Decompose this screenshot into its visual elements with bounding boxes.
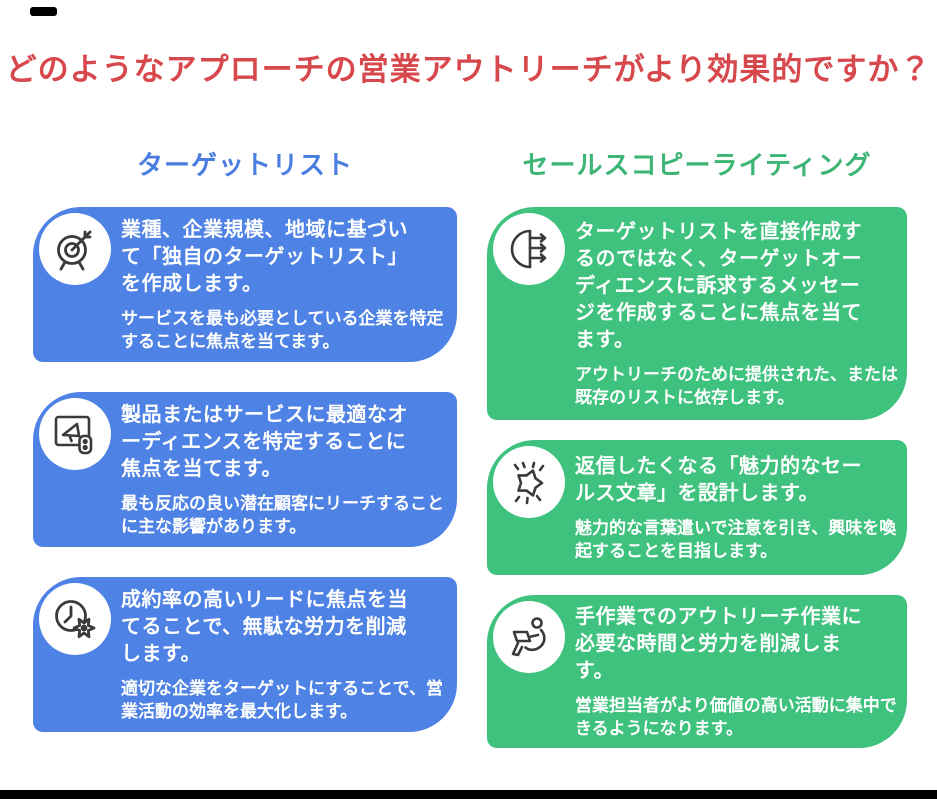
- card-title: ターゲットリストを直接作成す るのではなく、ターゲットオー ディエンスに訴求する…: [575, 220, 862, 351]
- card-subtitle: 魅力的な言葉遣いで注意を引き、興味を喚 起することを目指します。: [575, 518, 897, 560]
- icon-circle: [39, 583, 111, 655]
- dartboard-target-icon: [57, 230, 92, 271]
- card-subtitle: 営業担当者がより価値の高い活動に集中で きるようになります。: [575, 695, 897, 738]
- card-subtitle: サービスを最も必要としている企業を特定 することに焦点を当てます。: [121, 308, 444, 351]
- card-unique-target-list: 業種、企業規模、地域に基づい て「独自のターゲットリスト」 を作成します。 サー…: [33, 207, 457, 362]
- icon-circle: [493, 601, 565, 673]
- card-subtitle: 適切な企業をターゲットにすることで、営 業活動の効率を最大化します。: [121, 678, 443, 721]
- icon-circle: [39, 213, 111, 285]
- card-text: ターゲットリストを直接作成す るのではなく、ターゲットオー ディエンスに訴求する…: [575, 219, 907, 409]
- card-title: 成約率の高いリードに焦点を当 てることで、無駄な労力を削減 します。: [121, 588, 408, 665]
- column-heading-sales-copywriting: セールスコピーライティング: [522, 150, 872, 180]
- page-title: どのようなアプローチの営業アウトリーチがより効果的ですか？: [5, 52, 932, 87]
- icon-circle: [493, 446, 565, 518]
- card-attractive-copy: 返信したくなる「魅力的なセー ルス文章」を設計します。 魅力的な言葉遣いで注意を…: [487, 440, 907, 575]
- card-subtitle: 最も反応の良い潜在顧客にリーチすること に主な影響があります。: [121, 493, 444, 536]
- head-outbound-arrows-icon: [510, 229, 547, 269]
- card-title: 手作業でのアウトリーチ作業に 必要な時間と労力を削減しま す。: [575, 605, 862, 682]
- card-text: 業種、企業規模、地域に基づい て「独自のターゲットリスト」 を作成します。 サー…: [121, 217, 453, 353]
- card-reduce-manual-work: 手作業でのアウトリーチ作業に 必要な時間と労力を削減しま す。 営業担当者がより…: [487, 595, 907, 748]
- card-text: 手作業でのアウトリーチ作業に 必要な時間と労力を削減しま す。 営業担当者がより…: [575, 604, 907, 740]
- card-title: 製品またはサービスに最適なオ ーディエンスを特定することに 焦点を当てます。: [121, 403, 408, 480]
- person-laptop-icon: [511, 617, 546, 657]
- burst-icon: [513, 461, 545, 505]
- card-message-focus: ターゲットリストを直接作成す るのではなく、ターゲットオー ディエンスに訴求する…: [487, 207, 907, 420]
- icon-circle: [39, 398, 111, 470]
- megaphone-screen-icon: [54, 415, 93, 455]
- card-high-conversion-leads: 成約率の高いリードに焦点を当 てることで、無駄な労力を削減 します。 適切な企業…: [33, 577, 457, 732]
- icon-circle: [493, 213, 565, 285]
- card-subtitle: アウトリーチのために提供された、または 既存のリストに依存します。: [575, 364, 898, 407]
- card-text: 成約率の高いリードに焦点を当 てることで、無駄な労力を削減 します。 適切な企業…: [121, 587, 453, 723]
- card-text: 製品またはサービスに最適なオ ーディエンスを特定することに 焦点を当てます。 最…: [121, 402, 453, 538]
- card-optimal-audience: 製品またはサービスに最適なオ ーディエンスを特定することに 焦点を当てます。 最…: [33, 392, 457, 547]
- card-title: 業種、企業規模、地域に基づい て「独自のターゲットリスト」 を作成します。: [121, 218, 408, 295]
- footer-bar: [0, 790, 937, 799]
- column-heading-target-list: ターゲットリスト: [136, 150, 353, 180]
- clock-gear-icon: [55, 600, 96, 639]
- logo-mark: [30, 7, 57, 16]
- card-title: 返信したくなる「魅力的なセー ルス文章」を設計します。: [575, 455, 862, 504]
- card-text: 返信したくなる「魅力的なセー ルス文章」を設計します。 魅力的な言葉遣いで注意を…: [575, 453, 907, 562]
